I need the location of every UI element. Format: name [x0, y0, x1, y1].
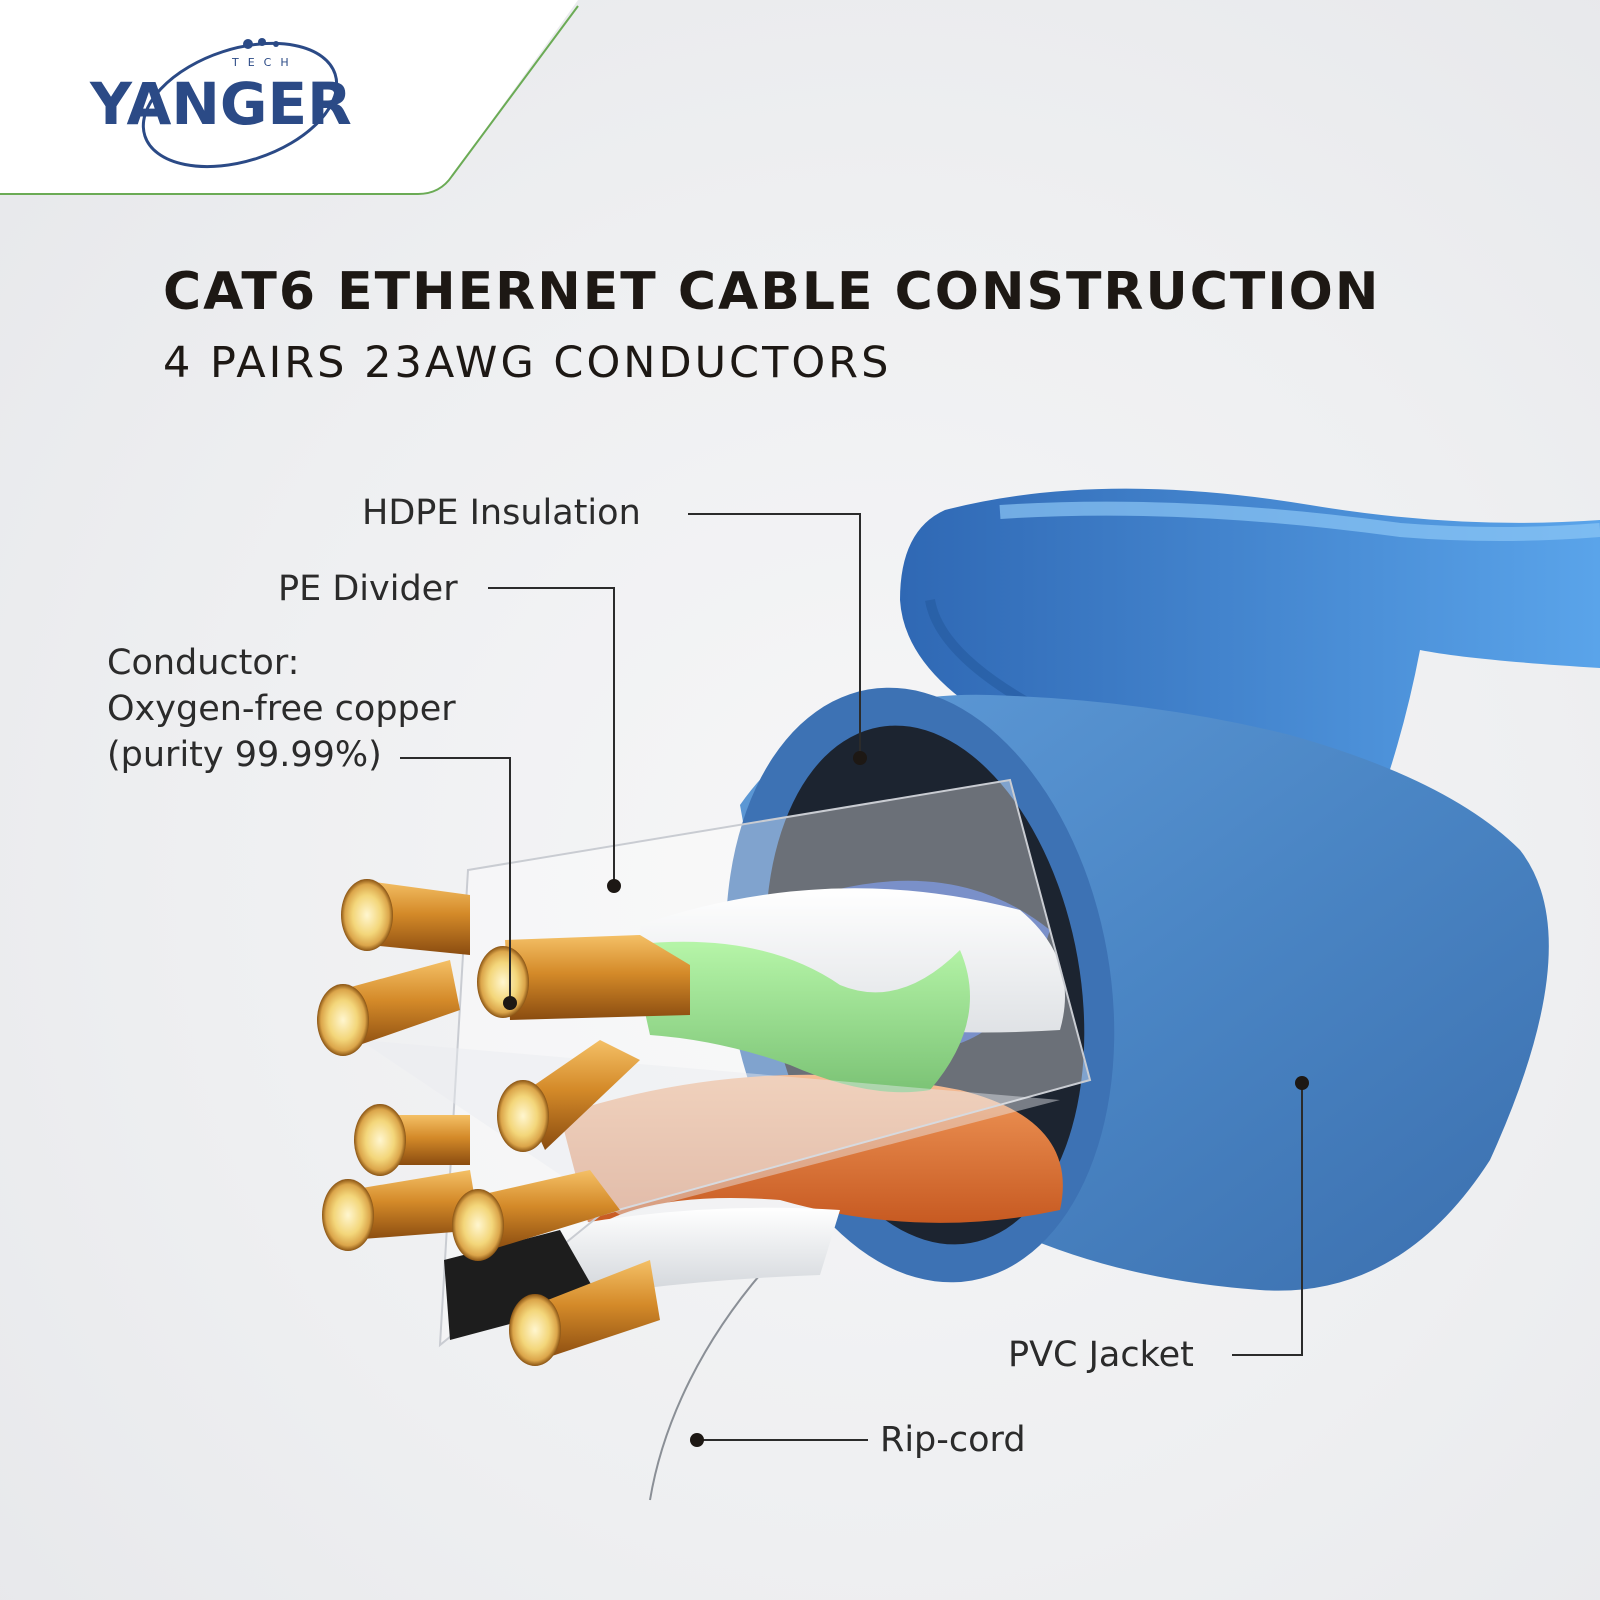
logo-tag: TECH: [231, 56, 298, 69]
conductor-end: [317, 984, 369, 1056]
jacket-dot: [1295, 1076, 1309, 1090]
twisted-pairs: [520, 880, 1065, 1300]
hdpe-dot: [853, 751, 867, 765]
conductor-end: [322, 1179, 374, 1251]
conductor-end: [497, 1080, 549, 1152]
conductor-end: [477, 946, 529, 1018]
ripcord-dot: [690, 1433, 704, 1447]
conductor-dot: [503, 996, 517, 1010]
label-conductor: Conductor: Oxygen-free copper (purity 99…: [107, 640, 456, 778]
conductor-leader: [400, 757, 511, 1003]
logo-wordmark: YANGER: [89, 70, 352, 138]
hdpe-leader: [688, 513, 861, 758]
label-conductor-line3: (purity 99.99%): [107, 735, 382, 775]
conductor-end: [354, 1104, 406, 1176]
conductor-end: [341, 879, 393, 951]
divider-dot: [607, 879, 621, 893]
label-conductor-line2: Oxygen-free copper: [107, 689, 456, 729]
callout-dots: [503, 751, 1309, 1447]
label-pvc-jacket: PVC Jacket: [1008, 1335, 1194, 1375]
callout-lines: [400, 513, 1303, 1441]
white-pair-b: [520, 1207, 840, 1300]
logo-orbit: [141, 41, 339, 169]
yanger-logo: TECH YANGER: [89, 38, 352, 169]
page-subtitle: 4 PAIRS 23AWG CONDUCTORS: [163, 338, 892, 388]
green-pair: [630, 941, 970, 1093]
logo-dot: [243, 39, 253, 49]
conductor-end: [509, 1294, 561, 1366]
label-hdpe-insulation: HDPE Insulation: [362, 493, 641, 533]
jacket-leader: [1232, 1083, 1303, 1356]
label-pe-divider: PE Divider: [278, 569, 458, 609]
conductor-end: [452, 1189, 504, 1261]
logo-panel: [0, 0, 579, 195]
label-conductor-line1: Conductor:: [107, 643, 300, 683]
copper-conductors: [317, 879, 690, 1366]
divider-leader: [488, 587, 615, 886]
page-title: CAT6 ETHERNET CABLE CONSTRUCTION: [163, 262, 1381, 322]
label-rip-cord: Rip-cord: [880, 1420, 1026, 1460]
